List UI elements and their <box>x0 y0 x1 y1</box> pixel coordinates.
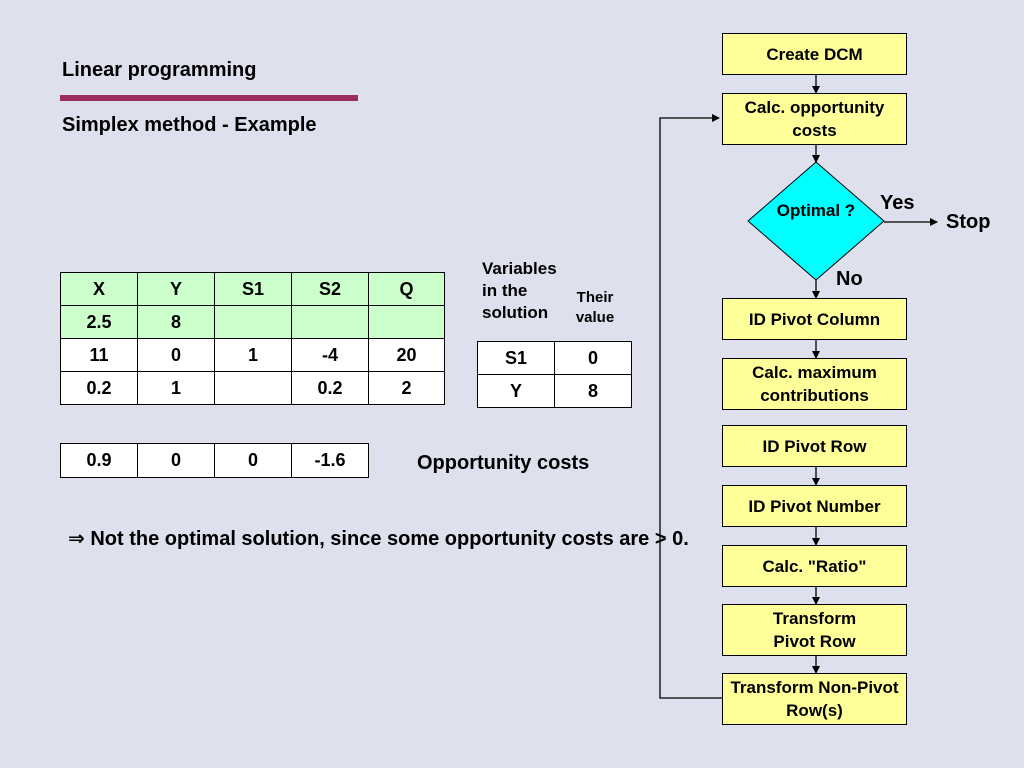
table-cell <box>291 305 369 339</box>
solution-table: S1 0 Y 8 <box>477 341 632 408</box>
table-cell: 0 <box>214 443 292 478</box>
table-cell: 0.2 <box>291 371 369 405</box>
table-cell: 0.9 <box>60 443 138 478</box>
table-row: Y 8 <box>477 374 632 408</box>
conclusion-note: ⇒ Not the optimal solution, since some o… <box>68 525 689 553</box>
table-header-row: X Y S1 S2 Q <box>60 272 445 306</box>
table-cell <box>368 305 445 339</box>
slide-subtitle: Simplex method - Example <box>62 114 317 136</box>
yes-label: Yes <box>880 192 915 214</box>
decision-label: Optimal ? <box>776 201 856 220</box>
step-id-pivot-row: ID Pivot Row <box>722 425 907 467</box>
value-label: Their value <box>575 289 615 326</box>
table-cell <box>214 305 292 339</box>
table-cell: 8 <box>137 305 215 339</box>
table-cell: -1.6 <box>291 443 369 478</box>
table-row: 11 0 1 -4 20 <box>60 338 445 372</box>
implies-icon: ⇒ <box>68 528 85 550</box>
step-calc-ratio: Calc. "Ratio" <box>722 545 907 587</box>
opportunity-costs-table: 0.9 0 0 -1.6 <box>60 443 369 478</box>
step-create-dcm: Create DCM <box>722 33 907 75</box>
table-cell: 20 <box>368 338 445 372</box>
table-row: 2.5 8 <box>60 305 445 339</box>
table-cell: 2.5 <box>60 305 138 339</box>
step-calc-maximum-contributions: Calc. maximum contributions <box>722 358 907 410</box>
table-row: S1 0 <box>477 341 632 375</box>
conclusion-text: Not the optimal solution, since some opp… <box>90 528 689 550</box>
table-cell: -4 <box>291 338 369 372</box>
table-cell: 11 <box>60 338 138 372</box>
loop-back-connector <box>659 114 722 699</box>
step-id-pivot-number: ID Pivot Number <box>722 485 907 527</box>
step-calc-opportunity-costs: Calc. opportunity costs <box>722 93 907 145</box>
table-cell: 2 <box>368 371 445 405</box>
variables-label-text: Variables in the solution <box>482 259 557 322</box>
variables-label: Variables in the solution <box>482 258 572 324</box>
table-cell: 0.2 <box>60 371 138 405</box>
table-cell: S1 <box>477 341 555 375</box>
table-row: 0.2 1 0.2 2 <box>60 371 445 405</box>
step-transform-non-pivot-rows: Transform Non-Pivot Row(s) <box>722 673 907 725</box>
optimal-decision-diamond <box>747 161 885 281</box>
table-row: 0.9 0 0 -1.6 <box>60 443 369 478</box>
header-cell-s1: S1 <box>214 272 292 306</box>
title-divider <box>60 95 358 101</box>
table-cell: 0 <box>137 338 215 372</box>
stop-label: Stop <box>946 211 991 233</box>
no-label: No <box>836 268 863 290</box>
table-cell <box>214 371 292 405</box>
table-cell: 8 <box>554 374 632 408</box>
slide-title: Linear programming <box>62 59 257 81</box>
table-cell: 0 <box>554 341 632 375</box>
header-cell-q: Q <box>368 272 445 306</box>
table-cell: Y <box>477 374 555 408</box>
step-transform-pivot-row: Transform Pivot Row <box>722 604 907 656</box>
header-cell-x: X <box>60 272 138 306</box>
header-cell-s2: S2 <box>291 272 369 306</box>
opportunity-costs-label: Opportunity costs <box>417 452 590 474</box>
table-cell: 1 <box>214 338 292 372</box>
step-id-pivot-column: ID Pivot Column <box>722 298 907 340</box>
simplex-table: X Y S1 S2 Q 2.5 8 11 0 1 -4 20 0.2 1 0.2… <box>60 272 445 405</box>
